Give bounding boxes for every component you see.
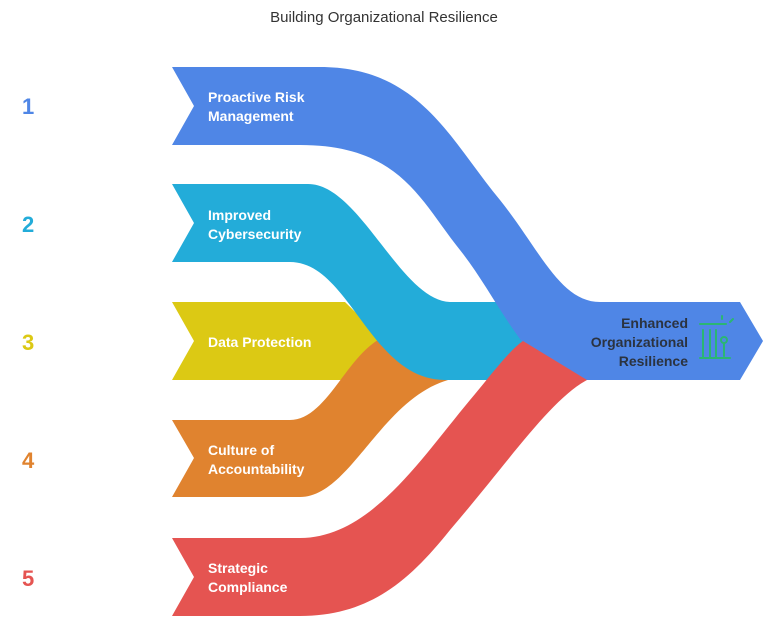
label-compliance-line2: Compliance: [208, 579, 288, 595]
outcome-line1: Enhanced: [621, 315, 688, 331]
step-number-5: 5: [22, 566, 34, 591]
outcome-line2: Organizational: [591, 334, 688, 350]
label-compliance-line1: Strategic: [208, 560, 268, 576]
label-cybersecurity-line2: Cybersecurity: [208, 226, 302, 242]
label-data-protection: Data Protection: [208, 334, 311, 350]
band-data-protection: [172, 302, 385, 380]
building-growth-icon: [699, 315, 734, 359]
step-number-3: 3: [22, 330, 34, 355]
outcome-line3: Resilience: [619, 353, 688, 369]
step-number-1: 1: [22, 94, 34, 119]
label-culture-line2: Accountability: [208, 461, 305, 477]
label-cybersecurity-line1: Improved: [208, 207, 271, 223]
band-culture-of-accountability: [172, 340, 448, 497]
step-number-4: 4: [22, 448, 35, 473]
band-improved-cybersecurity: [172, 184, 523, 380]
band-proactive-risk-management: [172, 67, 763, 380]
label-proactive-risk-line1: Proactive Risk: [208, 89, 305, 105]
diagram-title: Building Organizational Resilience: [270, 9, 498, 26]
band-strategic-compliance: [172, 341, 587, 616]
label-culture-line1: Culture of: [208, 442, 274, 458]
label-proactive-risk-line2: Management: [208, 108, 294, 124]
step-number-2: 2: [22, 212, 34, 237]
